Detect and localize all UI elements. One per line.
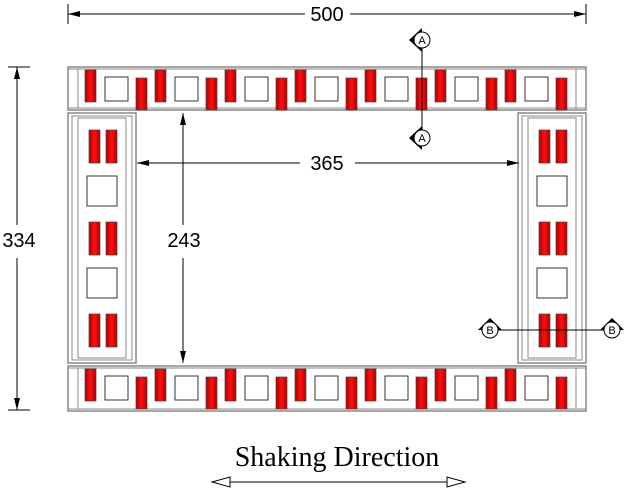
red-block [205, 376, 218, 410]
red-block [555, 376, 568, 410]
section-b-label-right: B [608, 325, 615, 337]
red-block [105, 313, 118, 348]
hollow-block [384, 76, 409, 102]
frame [67, 66, 587, 412]
red-block [135, 376, 148, 410]
red-block [555, 77, 568, 111]
dimension-lines [8, 4, 604, 411]
section-a-label-top: A [418, 35, 426, 47]
arrow-head [14, 67, 20, 79]
left-column-panel [77, 117, 127, 359]
red-block [538, 129, 551, 164]
right-column-panel [527, 117, 577, 359]
right-column-inner [521, 115, 583, 361]
left-column [67, 112, 137, 364]
red-block [205, 77, 218, 111]
red-block [294, 368, 307, 402]
arrow-head [507, 160, 519, 166]
red-block [504, 368, 517, 402]
arrow-head [574, 11, 586, 17]
arrow-head [180, 351, 186, 363]
hollow-block [524, 76, 549, 102]
arrow-head [180, 113, 186, 125]
red-block [434, 368, 447, 402]
red-block [275, 376, 288, 410]
red-block [224, 69, 237, 103]
red-block [88, 129, 101, 164]
red-block [294, 69, 307, 103]
red-block [88, 313, 101, 348]
red-block [105, 129, 118, 164]
red-block [485, 376, 498, 410]
red-block [538, 221, 551, 256]
red-block [84, 69, 97, 103]
hollow-block [174, 375, 199, 401]
hollow-block [454, 76, 479, 102]
hollow-block [86, 175, 118, 207]
red-block [345, 376, 358, 410]
arrow-head [14, 398, 20, 410]
section-a-marker-bottom: A [409, 126, 431, 150]
right-column [517, 112, 587, 364]
red-block [364, 368, 377, 402]
section-b-label-left: B [486, 325, 493, 337]
hollow-block [536, 267, 568, 299]
arrow-head [68, 11, 80, 17]
red-block [415, 376, 428, 410]
hollow-block [314, 76, 339, 102]
hollow-block [454, 375, 479, 401]
hollow-block [314, 375, 339, 401]
section-b-marker-left: B [478, 318, 502, 339]
hollow-block [244, 375, 269, 401]
red-block [135, 77, 148, 111]
red-block [224, 368, 237, 402]
section-a-marker-top: A [409, 28, 431, 52]
hollow-block [244, 76, 269, 102]
red-block [555, 129, 568, 164]
red-block [364, 69, 377, 103]
hollow-block [384, 375, 409, 401]
hollow-block [524, 375, 549, 401]
hollow-block [104, 76, 129, 102]
arrow-head [137, 160, 149, 166]
hollow-block [104, 375, 129, 401]
red-block [275, 77, 288, 111]
shaking-direction-arrow [210, 476, 467, 488]
inner-height-label: 243 [167, 230, 200, 252]
red-block [555, 221, 568, 256]
red-block [434, 69, 447, 103]
hollow-block [536, 175, 568, 207]
red-block [154, 69, 167, 103]
red-block [88, 221, 101, 256]
shaking-direction-caption: Shaking Direction [235, 442, 440, 473]
red-block [485, 77, 498, 111]
red-block [105, 221, 118, 256]
red-block [84, 368, 97, 402]
red-block [504, 69, 517, 103]
overall-height-label: 334 [2, 230, 35, 252]
section-b-marker-right: B [600, 318, 624, 339]
left-column-inner [71, 115, 133, 361]
hollow-block [174, 76, 199, 102]
overall-width-label: 500 [310, 4, 343, 26]
hollow-block [86, 267, 118, 299]
inner-width-label: 365 [310, 153, 343, 175]
red-block [345, 77, 358, 111]
red-block [154, 368, 167, 402]
section-a-label-bottom: A [418, 133, 426, 145]
